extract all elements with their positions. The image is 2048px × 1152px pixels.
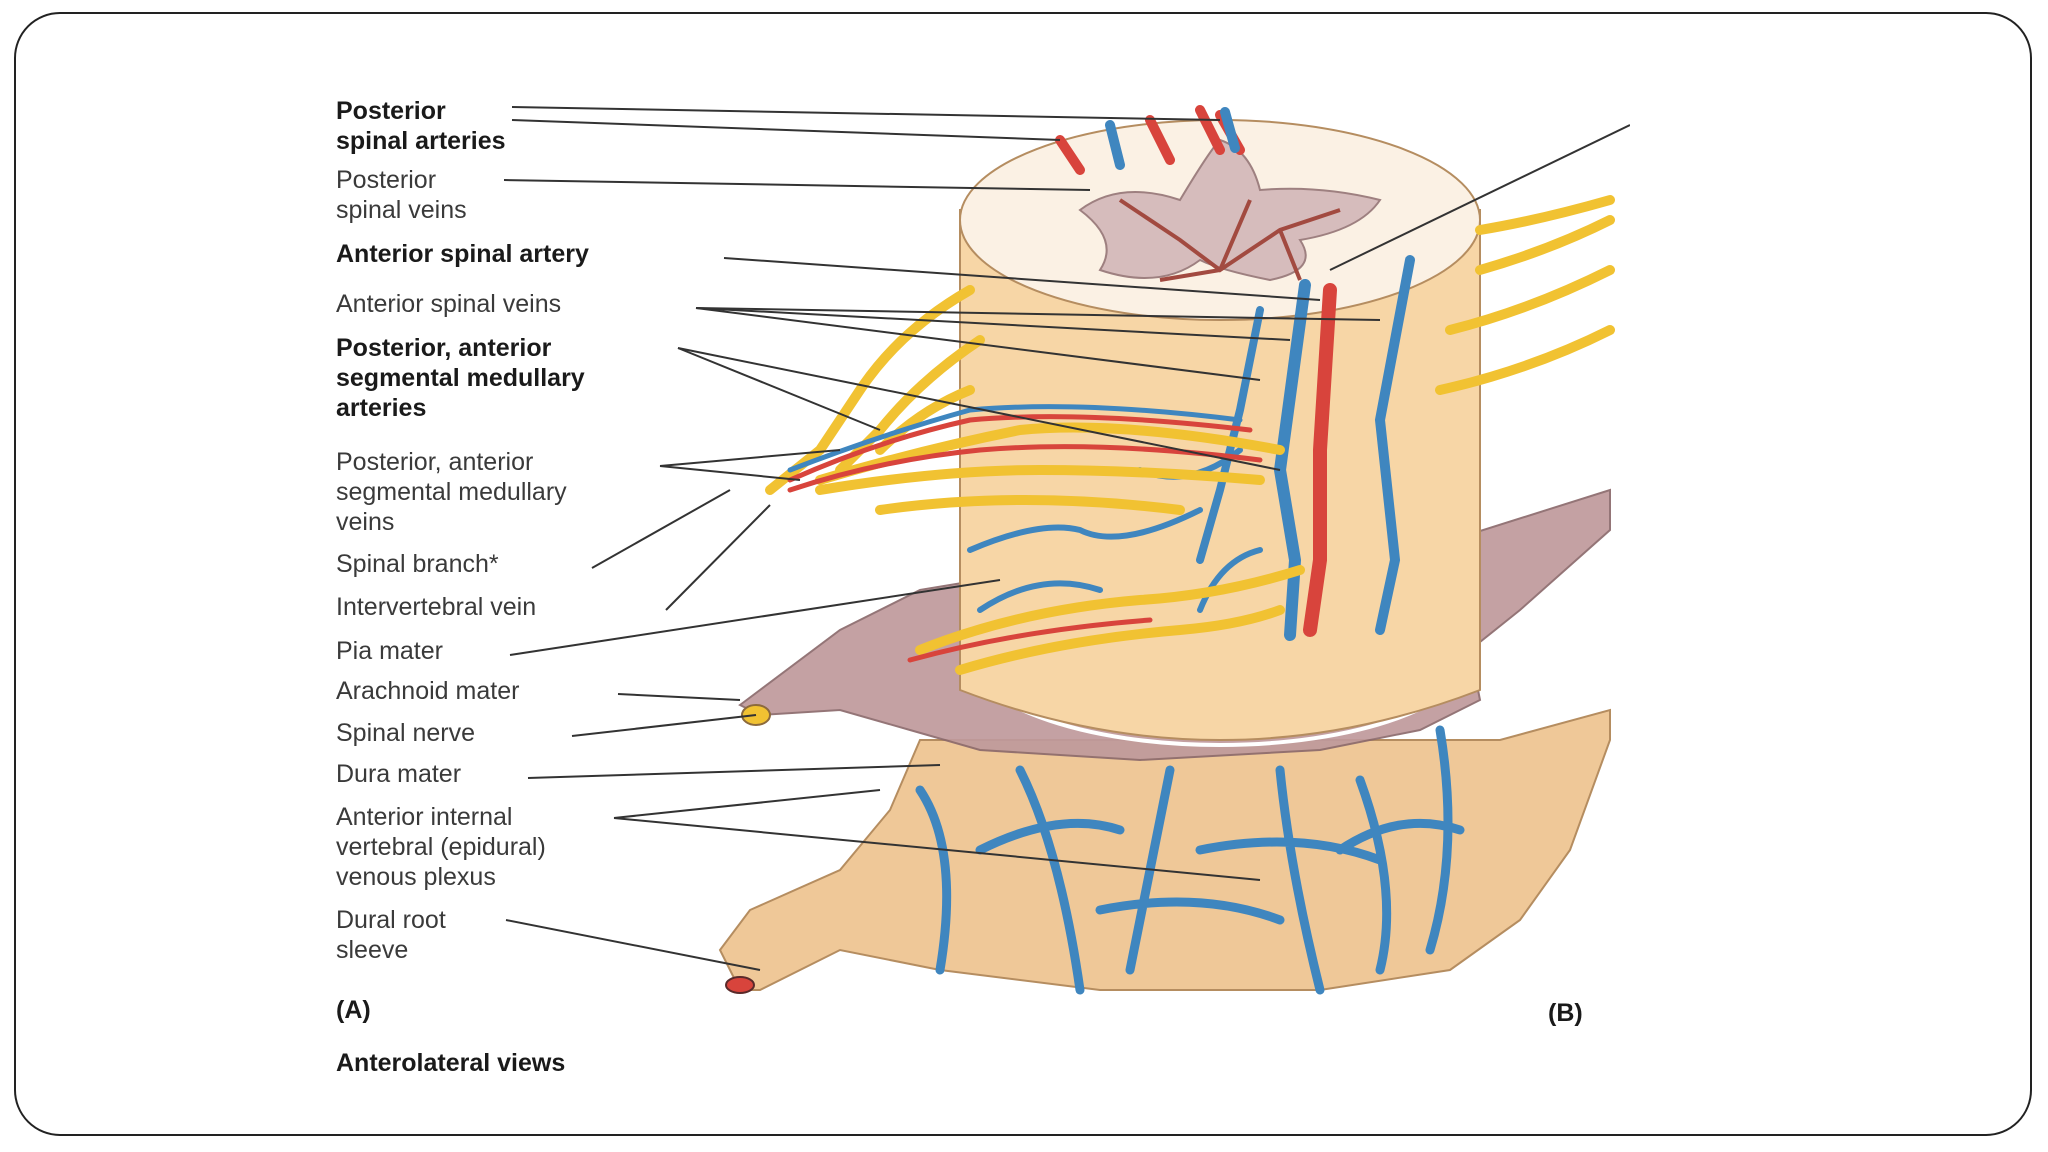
label-posterior-spinal-veins: Posterior spinal veins xyxy=(336,165,467,225)
label-spinal-branch: Spinal branch* xyxy=(336,550,499,578)
upper-nerve-roots-right xyxy=(1435,195,1615,395)
label-segmental-medullary-veins: Posterior, anterior segmental medullary … xyxy=(336,447,567,537)
label-arachnoid-mater: Arachnoid mater xyxy=(336,677,520,705)
label-pia-mater: Pia mater xyxy=(336,637,443,665)
label-posterior-spinal-arteries: Posterior spinal arteries xyxy=(336,96,506,156)
segmental-medullary-vessels xyxy=(787,414,1263,663)
label-intervertebral-vein: Intervertebral vein xyxy=(336,593,537,621)
label-line: Dural root xyxy=(336,906,446,934)
panel-label-a: (A) xyxy=(336,996,371,1024)
posterior-spinal-veins-stubs xyxy=(1105,107,1240,170)
leader-lines xyxy=(503,106,1630,971)
middle-nerve-roots xyxy=(815,422,1305,675)
label-anterior-internal-plexus: Anterior internal vertebral (epidural) v… xyxy=(336,802,546,892)
figure-caption: Anterolateral views xyxy=(336,1049,566,1077)
sulcal-branches xyxy=(1118,198,1341,282)
label-line: Posterior, anterior xyxy=(336,448,534,476)
anterior-spinal-vein-2 xyxy=(1374,255,1415,635)
label-segmental-medullary-arteries: Posterior, anterior segmental medullary … xyxy=(336,333,585,423)
label-line: segmental medullary xyxy=(336,364,585,392)
anatomy-illustration xyxy=(503,105,1630,995)
label-line: Anterior internal xyxy=(336,803,513,831)
label-line: Posterior xyxy=(336,97,446,125)
label-line: vertebral (epidural) xyxy=(336,833,546,861)
label-line: sleeve xyxy=(336,936,409,964)
gray-matter xyxy=(1078,138,1382,282)
label-line: spinal veins xyxy=(336,196,467,224)
label-spinal-nerve: Spinal nerve xyxy=(336,719,475,747)
label-line: venous plexus xyxy=(336,863,496,891)
spinal-cord-figure: Posterior spinal arteries Posterior spin… xyxy=(320,90,1630,1100)
anterior-spinal-artery xyxy=(1303,283,1337,637)
label-line: spinal arteries xyxy=(336,127,506,155)
pial-veins xyxy=(967,447,1263,613)
posterior-spinal-vessels xyxy=(1055,105,1245,175)
label-anterior-spinal-veins: Anterior spinal veins xyxy=(336,290,562,318)
label-dura-mater: Dura mater xyxy=(336,760,462,788)
anterior-spinal-vein-1 xyxy=(1273,279,1311,641)
dural-root-sleeve-end xyxy=(725,976,755,994)
label-line: veins xyxy=(336,508,395,536)
label-line: Posterior xyxy=(336,166,437,194)
label-anterior-spinal-artery: Anterior spinal artery xyxy=(336,240,589,268)
label-dural-root-sleeve: Dural root sleeve xyxy=(336,905,446,965)
label-line: arteries xyxy=(336,394,427,422)
anterior-spinal-vein-3 xyxy=(1196,306,1264,564)
label-line: Posterior, anterior xyxy=(336,334,552,362)
panel-label-b: (B) xyxy=(1548,999,1583,1027)
label-line: segmental medullary xyxy=(336,478,567,506)
